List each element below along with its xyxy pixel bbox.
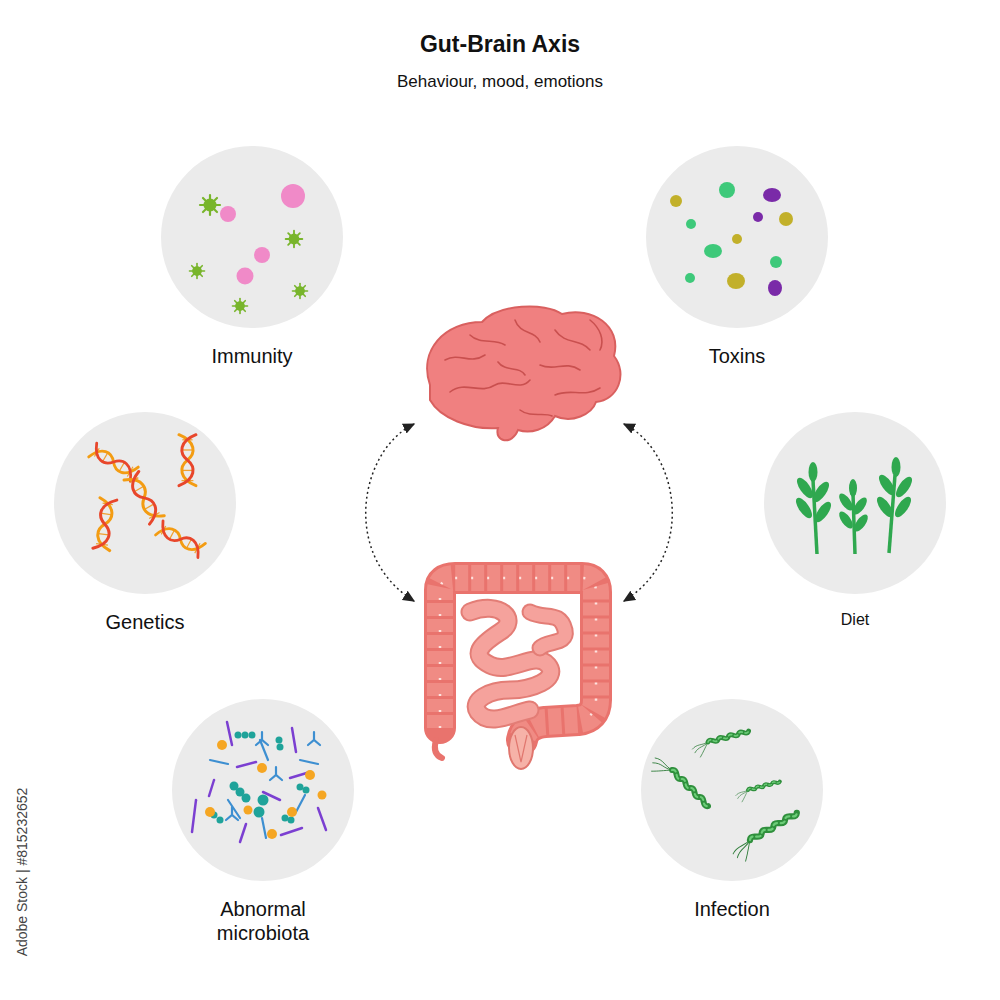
genetics-icons xyxy=(89,435,206,558)
factor-label: Genetics xyxy=(50,610,240,634)
factor-circle xyxy=(632,699,832,881)
infection-icons xyxy=(647,730,805,865)
factor-circle xyxy=(167,699,359,881)
factor-node: Immunity xyxy=(152,146,352,372)
factor-label: Abnormal microbiota xyxy=(196,897,331,945)
circle-ground xyxy=(172,699,354,881)
factor-label: Toxins xyxy=(642,344,832,368)
factor-node: Toxins xyxy=(637,146,837,372)
circle-ground xyxy=(646,146,828,328)
microbiota-icons xyxy=(192,722,327,842)
factor-label: Immunity xyxy=(157,344,347,368)
subtitle: Behaviour, mood, emotions xyxy=(397,72,603,92)
circle-ground xyxy=(54,412,236,594)
factor-label: Diet xyxy=(760,610,950,629)
diet-icons xyxy=(793,457,915,554)
brain-illustration xyxy=(427,306,620,440)
circle-ground xyxy=(764,412,946,594)
circle-ground xyxy=(641,699,823,881)
factor-circle xyxy=(45,412,245,594)
watermark-text: Adobe Stock | #815232652 xyxy=(14,788,30,957)
gut-illustration xyxy=(435,578,596,769)
factor-circle xyxy=(152,146,352,328)
immunity-icons xyxy=(190,184,308,314)
factor-node: Genetics xyxy=(45,412,245,638)
factor-label: Infection xyxy=(637,897,827,921)
toxin-icons xyxy=(670,182,793,296)
diagram-title: Gut-Brain Axis xyxy=(0,31,1000,58)
axis-arrows xyxy=(366,424,673,601)
circle-ground xyxy=(161,146,343,328)
